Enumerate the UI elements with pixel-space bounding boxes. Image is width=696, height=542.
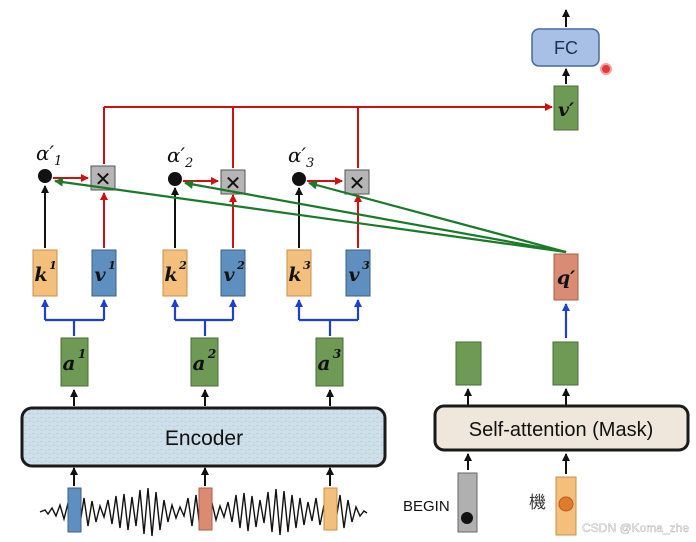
svg-text:v′: v′ bbox=[558, 99, 574, 121]
svg-text:✕: ✕ bbox=[95, 167, 112, 191]
svg-text:1: 1 bbox=[49, 259, 57, 272]
svg-text:k: k bbox=[288, 264, 301, 286]
attention-score-3 bbox=[292, 172, 306, 186]
svg-text:2: 2 bbox=[236, 259, 245, 272]
key-1: k 1 bbox=[32, 249, 58, 297]
svg-text:3: 3 bbox=[362, 259, 370, 272]
a1-sup: 1 bbox=[78, 347, 86, 361]
encoder-output-3: a 3 bbox=[315, 337, 344, 387]
token-input bbox=[555, 476, 577, 536]
a2-sup: 2 bbox=[207, 347, 216, 361]
value-3: v 3 bbox=[345, 249, 371, 297]
fc-block bbox=[531, 28, 600, 67]
a1-var: a bbox=[63, 351, 76, 375]
fc-label: FC bbox=[554, 38, 578, 58]
svg-text:v: v bbox=[223, 264, 235, 286]
self-attention-block bbox=[433, 404, 690, 452]
svg-text:a: a bbox=[193, 351, 206, 375]
weighted-sum-lines bbox=[103, 103, 553, 168]
pointer-dot bbox=[600, 63, 612, 75]
alpha-label-2: α′2 bbox=[167, 143, 193, 171]
begin-token bbox=[457, 472, 478, 533]
svg-text:v: v bbox=[348, 264, 360, 286]
audio-token-2 bbox=[198, 487, 213, 531]
alpha-label-3: α′3 bbox=[288, 143, 314, 171]
svg-text:1: 1 bbox=[78, 347, 86, 361]
value-2: v 2 bbox=[220, 249, 246, 297]
value-1: v 1 bbox=[91, 249, 117, 297]
svg-text:a: a bbox=[318, 351, 331, 375]
projection-arrows bbox=[41, 299, 362, 336]
a3-sup: 3 bbox=[333, 347, 341, 361]
self-attention-label: Self-attention (Mask) bbox=[469, 419, 654, 441]
encoder-output-1: a 1 bbox=[60, 337, 89, 387]
watermark: CSDN @Koma_zhe bbox=[582, 521, 689, 535]
svg-text:3: 3 bbox=[303, 259, 311, 272]
a3-var: a bbox=[318, 351, 331, 375]
context-vector: v′ bbox=[553, 85, 579, 131]
decoder-output-1 bbox=[455, 341, 482, 386]
svg-text:q′: q′ bbox=[557, 267, 575, 289]
multiply-node-3: ✕ bbox=[344, 169, 370, 195]
audio-token-1 bbox=[67, 487, 82, 533]
attention-score-1 bbox=[38, 169, 52, 183]
audio-token-3 bbox=[323, 487, 338, 531]
alpha-label-1: α′1 bbox=[36, 141, 62, 169]
token-label: 機 bbox=[529, 493, 546, 513]
svg-text:a: a bbox=[63, 351, 76, 375]
svg-text:✕: ✕ bbox=[349, 171, 366, 195]
svg-text:2: 2 bbox=[178, 259, 187, 272]
query-match-lines bbox=[54, 177, 567, 254]
key-2: k 2 bbox=[162, 249, 188, 297]
key-3: k 3 bbox=[286, 249, 312, 297]
svg-text:3: 3 bbox=[333, 347, 341, 361]
decoder-output-2 bbox=[552, 341, 579, 386]
encoder-label: Encoder bbox=[165, 427, 243, 450]
attention-score-2 bbox=[168, 172, 182, 186]
svg-text:k: k bbox=[34, 264, 47, 286]
svg-text:2: 2 bbox=[207, 347, 216, 361]
encoder-output-2: a 2 bbox=[190, 337, 219, 387]
svg-text:✕: ✕ bbox=[225, 171, 242, 195]
svg-text:k: k bbox=[164, 264, 177, 286]
svg-text:v: v bbox=[94, 264, 106, 286]
svg-text:1: 1 bbox=[108, 259, 116, 272]
multiply-node-1: ✕ bbox=[90, 165, 116, 191]
begin-label: BEGIN bbox=[403, 498, 450, 515]
a2-var: a bbox=[193, 351, 206, 375]
encoder-block bbox=[20, 406, 387, 468]
query-vector: q′ bbox=[553, 253, 579, 301]
